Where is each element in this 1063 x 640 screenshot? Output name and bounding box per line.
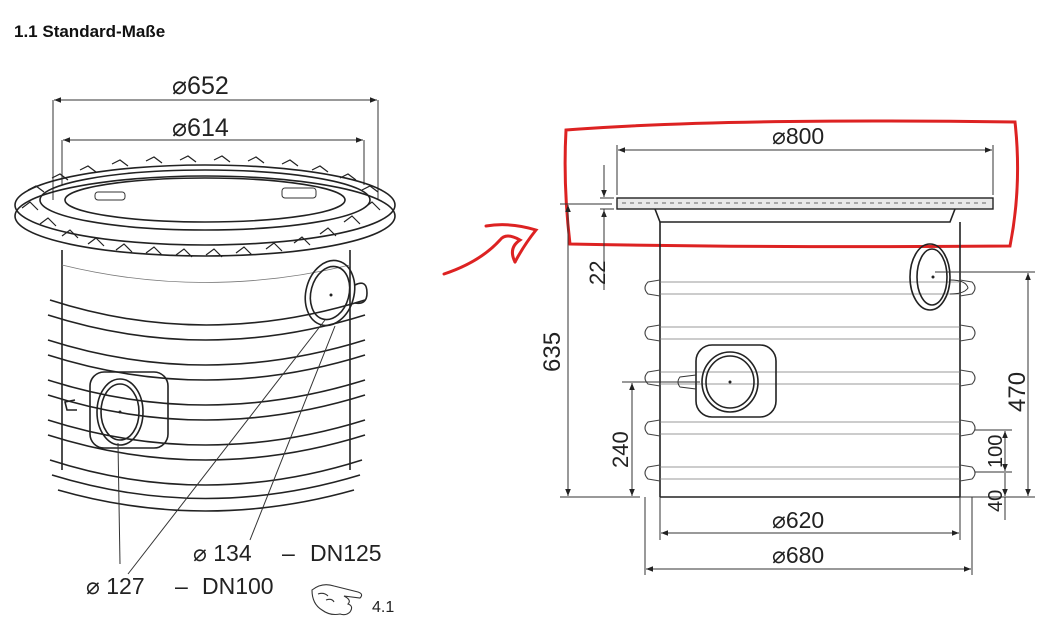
label-470: 470 xyxy=(1004,372,1031,412)
label-dn100-diameter: ⌀ 127 xyxy=(86,573,145,599)
leader-dn100 xyxy=(117,442,121,565)
inlet-dn100 xyxy=(64,371,169,449)
dimension-635 xyxy=(560,203,640,498)
label-240: 240 xyxy=(608,431,633,468)
label-dn100-nominal: DN100 xyxy=(202,573,274,599)
leader-dn100-b xyxy=(127,319,326,575)
dimension-800 xyxy=(616,145,994,195)
dimension-100-40 xyxy=(975,429,1012,520)
reference-4-1: 4.1 xyxy=(372,599,394,616)
dimension-620 xyxy=(659,497,961,540)
label-652: ⌀652 xyxy=(172,72,229,100)
inlet-dn125 xyxy=(304,259,368,327)
pointing-hand-icon xyxy=(311,584,363,616)
page-title: 1.1 Standard-Maße xyxy=(14,22,166,41)
shaft-elevation xyxy=(644,222,976,498)
label-40: 40 xyxy=(985,490,1007,512)
dimension-652 xyxy=(52,97,379,200)
flange-ring xyxy=(14,155,396,258)
label-dn125-dash: – xyxy=(282,540,295,566)
elevation-view: ⌀800 22 635 xyxy=(539,123,1035,575)
label-22: 22 xyxy=(585,261,610,285)
dimension-22 xyxy=(600,165,614,290)
label-635: 635 xyxy=(539,332,566,372)
label-dn125-diameter: ⌀ 134 xyxy=(193,540,252,566)
label-800: ⌀800 xyxy=(772,123,824,149)
elevation-inlet-dn125 xyxy=(909,243,969,311)
dimension-240 xyxy=(622,381,700,496)
leader-dn125 xyxy=(249,325,336,541)
label-680: ⌀680 xyxy=(772,542,824,568)
elevation-inlet-dn100 xyxy=(677,344,777,418)
isometric-view: ⌀652 ⌀614 ⌀ 134 – DN125 ⌀ 127 – DN100 4.… xyxy=(14,72,396,616)
label-614: ⌀614 xyxy=(172,114,229,142)
cover-plate xyxy=(616,197,994,210)
shaft-body xyxy=(47,250,366,512)
dimension-614 xyxy=(61,137,365,185)
label-100: 100 xyxy=(985,435,1007,468)
label-dn125-nominal: DN125 xyxy=(310,540,382,566)
label-620: ⌀620 xyxy=(772,507,824,533)
label-dn100-dash: – xyxy=(175,573,188,599)
dimension-680 xyxy=(644,497,973,575)
